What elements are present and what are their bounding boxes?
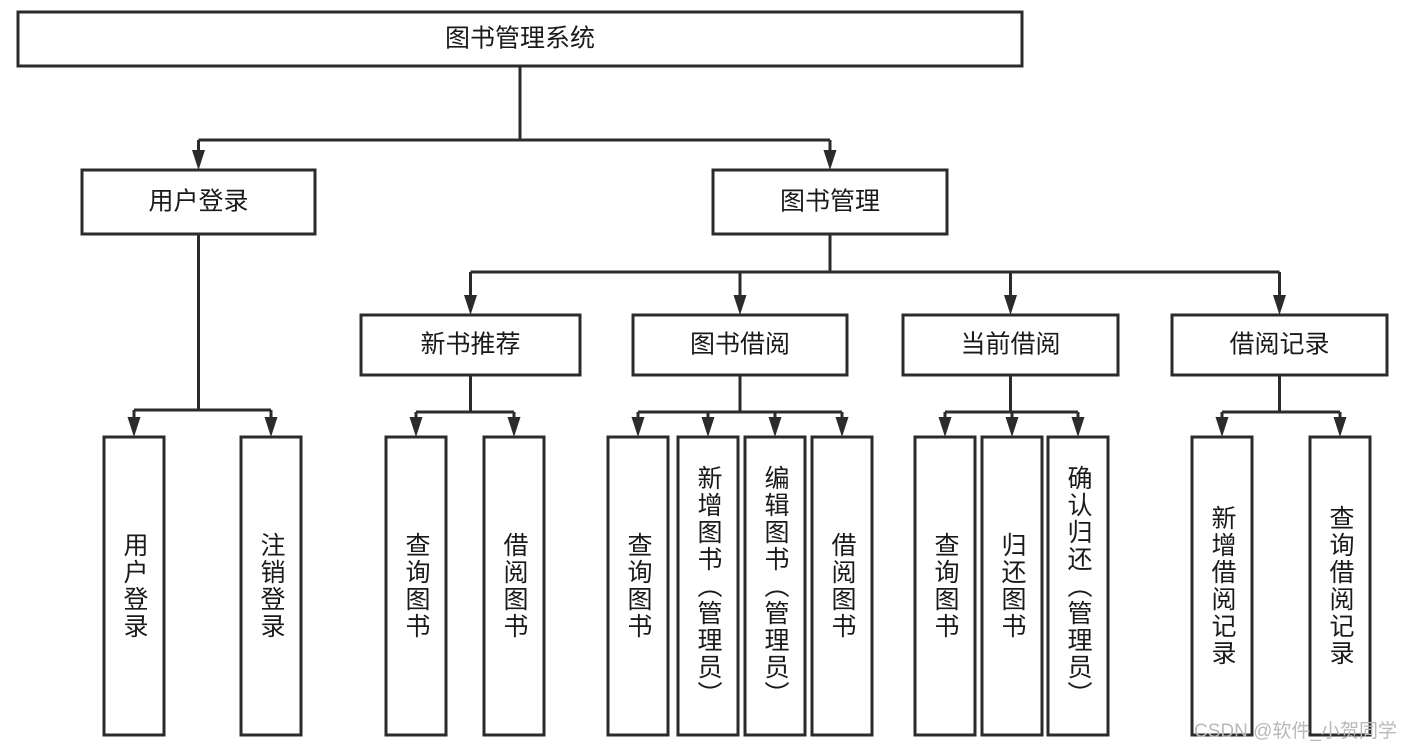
node-box-leaf-edit-book[interactable] bbox=[743, 435, 807, 737]
node-boxes bbox=[16, 10, 1389, 737]
arrowhead-leaf-add-record bbox=[1215, 417, 1229, 437]
node-box-leaf-borrow-book-2[interactable] bbox=[810, 435, 874, 737]
node-box-leaf-add-record[interactable] bbox=[1190, 435, 1254, 737]
node-box-leaf-user-login[interactable] bbox=[102, 435, 166, 737]
node-box-leaf-query-book-3[interactable] bbox=[913, 435, 977, 737]
arrowhead-leaf-query-book-3 bbox=[938, 417, 952, 437]
node-box-root[interactable] bbox=[16, 10, 1024, 68]
watermark-text: CSDN @软件_小贺同学 bbox=[1194, 721, 1397, 742]
arrowhead-leaf-edit-book bbox=[768, 417, 782, 437]
node-box-leaf-return-book[interactable] bbox=[980, 435, 1044, 737]
node-box-leaf-confirm-return[interactable] bbox=[1046, 435, 1110, 737]
arrowhead-leaf-add-book bbox=[701, 417, 715, 437]
node-box-book-manage[interactable] bbox=[711, 168, 949, 236]
arrowhead-leaf-query-book-2 bbox=[631, 417, 645, 437]
arrowhead-leaf-logout bbox=[264, 417, 278, 437]
node-label-book-borrow: 图书借阅 bbox=[690, 331, 790, 359]
node-box-leaf-query-record[interactable] bbox=[1308, 435, 1372, 737]
arrowhead-leaf-query-record bbox=[1333, 417, 1347, 437]
node-label-user-login: 用户登录 bbox=[148, 188, 248, 216]
arrowhead-leaf-borrow-book-1 bbox=[507, 417, 521, 437]
node-box-borrow-record[interactable] bbox=[1170, 313, 1389, 377]
arrowhead-borrow-record bbox=[1273, 295, 1286, 315]
arrowhead-leaf-user-login bbox=[127, 417, 141, 437]
node-box-leaf-add-book[interactable] bbox=[676, 435, 740, 737]
node-label-current-borrow: 当前借阅 bbox=[960, 331, 1060, 359]
node-box-current-borrow[interactable] bbox=[901, 313, 1120, 377]
arrowhead-leaf-borrow-book-2 bbox=[835, 417, 849, 437]
arrowhead-leaf-return-book bbox=[1005, 417, 1019, 437]
node-box-new-book-rec[interactable] bbox=[359, 313, 582, 377]
node-label-book-manage: 图书管理 bbox=[780, 188, 880, 216]
connector-lines bbox=[127, 66, 1347, 437]
node-label-borrow-record: 借阅记录 bbox=[1229, 331, 1329, 359]
arrowhead-book-manage bbox=[823, 150, 837, 170]
arrowhead-current-borrow bbox=[1004, 295, 1017, 315]
arrowhead-new-book-rec bbox=[464, 295, 477, 315]
arrowhead-user-login bbox=[192, 150, 205, 170]
node-label-root: 图书管理系统 bbox=[445, 25, 595, 53]
node-box-leaf-logout[interactable] bbox=[239, 435, 303, 737]
arrowhead-leaf-confirm-return bbox=[1071, 417, 1085, 437]
node-box-leaf-query-book-1[interactable] bbox=[384, 435, 448, 737]
node-box-book-borrow[interactable] bbox=[631, 313, 849, 377]
node-box-user-login[interactable] bbox=[80, 168, 317, 236]
node-box-leaf-borrow-book-1[interactable] bbox=[482, 435, 546, 737]
arrowhead-leaf-query-book-1 bbox=[409, 417, 423, 437]
arrowhead-book-borrow bbox=[733, 295, 747, 315]
node-box-leaf-query-book-2[interactable] bbox=[606, 435, 670, 737]
node-label-new-book-rec: 新书推荐 bbox=[420, 331, 520, 359]
